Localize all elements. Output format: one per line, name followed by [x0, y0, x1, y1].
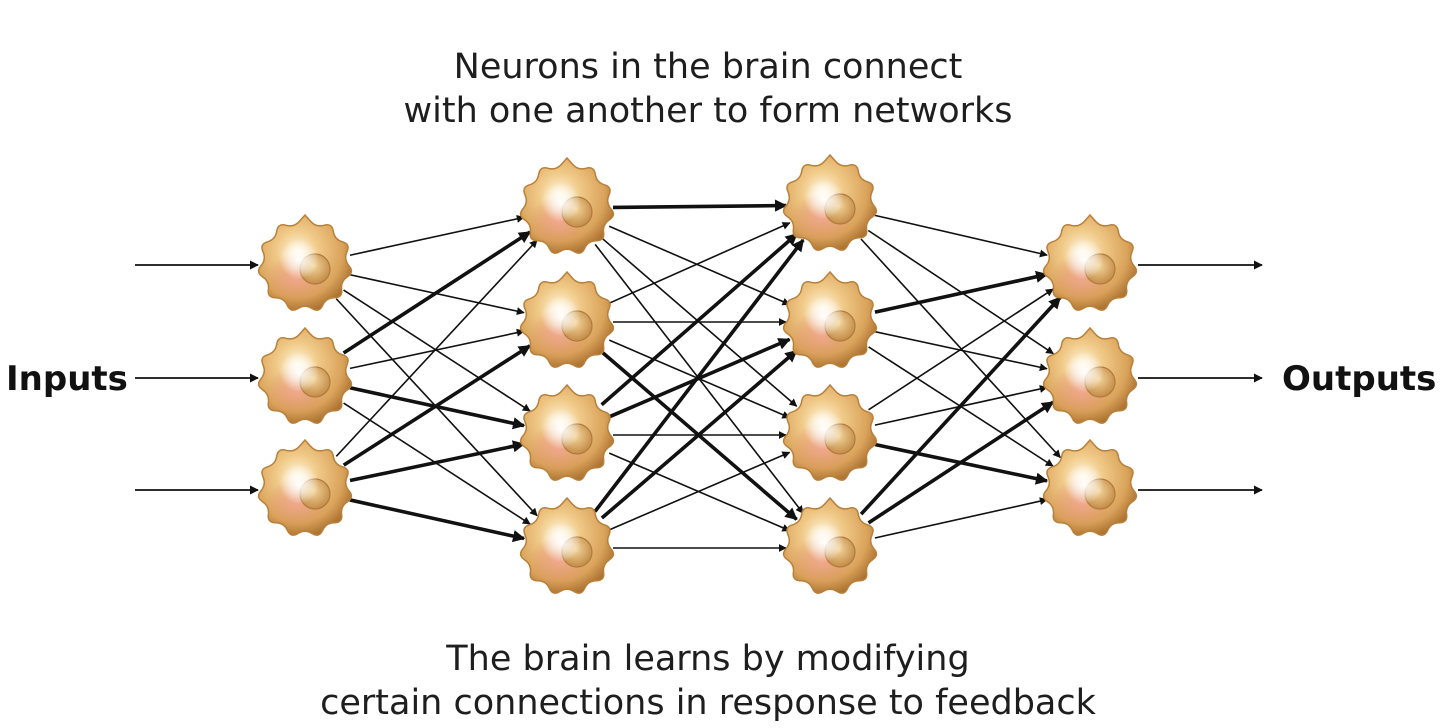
neuron	[257, 438, 353, 536]
neuron	[519, 156, 615, 254]
neuron	[1042, 326, 1138, 424]
connection-arrow	[342, 344, 531, 467]
connection-arrow	[600, 232, 799, 407]
connection-arrow	[859, 296, 1062, 516]
connection-arrow	[612, 199, 788, 212]
connection-arrow	[349, 214, 525, 257]
connection-arrow	[874, 270, 1049, 314]
neuron	[782, 270, 878, 368]
neuron	[519, 270, 615, 368]
connection-arrow	[342, 230, 532, 355]
connection-arrow	[349, 440, 526, 483]
connection-arrow	[349, 498, 526, 543]
connection-arrow	[335, 239, 538, 457]
neuron	[1042, 438, 1138, 536]
outputs-label: Outputs	[1282, 359, 1436, 399]
connection-arrow	[868, 288, 1054, 411]
connection-arrow	[874, 497, 1048, 539]
connection-arrow	[349, 328, 525, 370]
caption-bottom-line-2: certain connections in response to feedb…	[320, 683, 1096, 723]
connections	[335, 199, 1062, 552]
neuron	[782, 153, 878, 251]
neuron	[782, 496, 878, 594]
caption-top-line-2: with one another to form networks	[404, 91, 1013, 131]
neuron	[257, 213, 353, 311]
inputs-label: Inputs	[6, 359, 128, 399]
neurons	[257, 153, 1138, 594]
connection-arrow	[600, 349, 798, 520]
connection-arrow	[874, 214, 1048, 258]
neuron	[782, 383, 878, 481]
neuron	[257, 326, 353, 424]
connection-arrow	[867, 400, 1055, 525]
io-arrows	[135, 260, 1263, 495]
neuron	[519, 496, 615, 594]
connection-arrow	[608, 451, 791, 531]
connection-arrow	[608, 222, 791, 305]
caption-bottom-line-1: The brain learns by modifying	[445, 639, 969, 679]
neuron	[519, 383, 615, 481]
caption-top-line-1: Neurons in the brain connect	[454, 47, 963, 87]
connection-arrow	[608, 225, 791, 306]
neuron	[1042, 213, 1138, 311]
connection-arrow	[860, 238, 1061, 459]
connection-arrow	[593, 238, 805, 513]
